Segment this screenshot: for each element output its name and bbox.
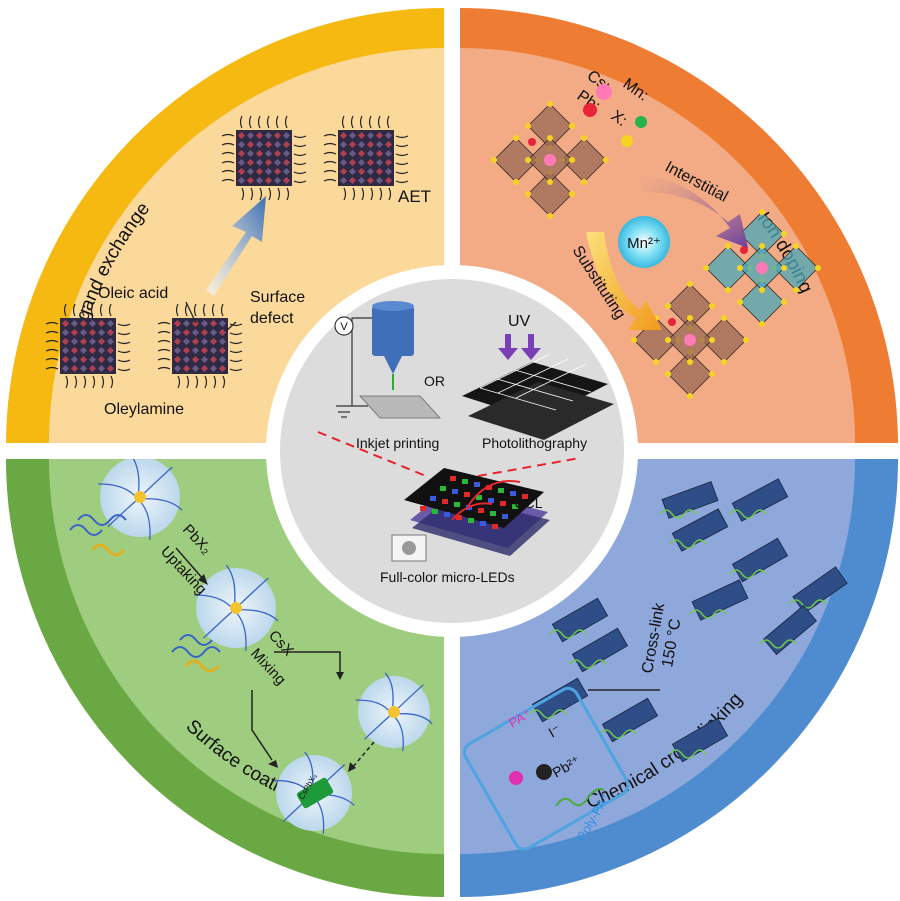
photolithography-icon: UV: [462, 313, 614, 440]
micelle-initial: [97, 459, 183, 540]
nanocrystal-aet-left: [221, 115, 307, 201]
substituting-arrow: [586, 232, 662, 330]
center-panel: V OR UV: [266, 265, 638, 637]
inkjet-printer-icon: V: [334, 301, 441, 419]
legend-mn-dot: [635, 116, 647, 128]
pa-sphere: [509, 771, 523, 785]
label-inkjet-printing: Inkjet printing: [356, 435, 439, 451]
label-photolithography: Photolithography: [482, 435, 587, 451]
micro-led-display-icon: [391, 468, 550, 562]
label-oleylamine: Oleylamine: [104, 401, 184, 418]
label-full-color-micro-leds: Full-color micro-LEDs: [380, 569, 515, 585]
perovskite-cluster-interstitial: [703, 209, 821, 327]
voltage-label: V: [340, 321, 348, 333]
label-defect: defect: [250, 310, 294, 327]
led-pixel-grid: [420, 476, 528, 529]
perovskite-cluster-top: [491, 101, 609, 219]
exchange-arrow: [206, 196, 266, 296]
mn-ion-sphere: [618, 216, 670, 268]
label-or: OR: [424, 373, 445, 389]
crosslinked-blocks-upper: [659, 478, 848, 656]
interstitial-arrow: [640, 175, 748, 248]
micelle-cspbx3-nucleus: [355, 672, 433, 752]
label-fccl: FCCL: [506, 495, 543, 511]
label-mn-ion: Mn²⁺: [627, 235, 661, 252]
legend-box-cross-linking: [462, 686, 630, 851]
nanocrystal-oleic-right: [157, 303, 243, 389]
label-oleic-acid: Oleic acid: [98, 285, 168, 302]
nanocrystal-aet-right: [323, 115, 409, 201]
label-surface: Surface: [250, 289, 305, 306]
legend-cs-dot: [596, 84, 612, 100]
label-uv: UV: [508, 313, 531, 330]
legend-x-dot: [621, 135, 633, 147]
nanocrystal-oleic-left: [45, 303, 131, 389]
micelle-uptaking: [193, 564, 279, 651]
crosslinked-blocks-lower: [529, 597, 729, 763]
label-aet: AET: [398, 187, 431, 206]
pb-sphere: [536, 764, 552, 780]
legend-pb-dot: [583, 103, 597, 117]
perovskite-cluster-substituting: [631, 281, 749, 399]
